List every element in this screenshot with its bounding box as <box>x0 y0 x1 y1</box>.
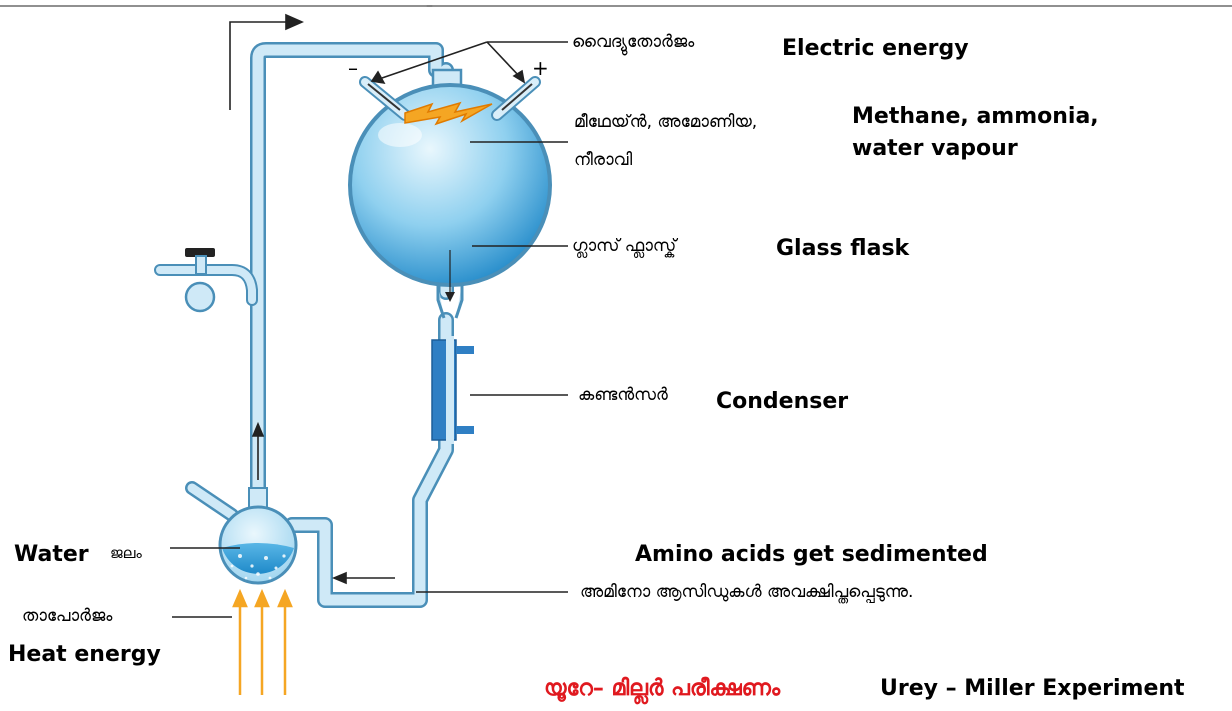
amino-acids-ml: അമിനോ ആസിഡുകൾ അവക്ഷിപ്തപ്പെടുന്നു. <box>580 582 914 602</box>
glass-flask <box>348 68 552 319</box>
glass-flask-ml: ഗ്ലാസ് ഫ്ലാസ്ക് <box>572 236 677 256</box>
heat-energy-ml: താപോർജം <box>22 606 113 626</box>
electric-energy-label: Electric energy <box>782 36 969 61</box>
heat-energy-label: Heat energy <box>8 642 161 667</box>
electrodes <box>359 76 541 121</box>
gases-ml-line1: മീഥേയ്ൻ, അമോണിയ, <box>574 112 758 132</box>
gases-ml-line2: നീരാവി <box>574 150 633 170</box>
water-ml: ജലം <box>110 544 142 562</box>
electric-spark-icon <box>404 101 493 126</box>
condenser-label: Condenser <box>716 389 849 414</box>
figure-title: Urey – Miller Experiment <box>880 676 1185 701</box>
gases-label-line1: Methane, ammonia, <box>852 104 1099 129</box>
plus-sign: + <box>532 56 549 80</box>
leader-lines <box>170 41 568 618</box>
condenser-ml: കണ്ടൻസർ <box>578 385 668 405</box>
heat-arrows-icon <box>232 588 293 695</box>
top-minus-mark: – <box>426 0 433 14</box>
glass-flask-label: Glass flask <box>776 236 910 261</box>
water-flask <box>218 487 298 585</box>
minus-sign: – <box>348 56 358 80</box>
amino-acids-label: Amino acids get sedimented <box>635 542 988 567</box>
flow-arrows <box>229 13 395 585</box>
figure-title-ml: യൂറേ– മില്ലർ പരീക്ഷണം <box>544 676 781 701</box>
stopcock <box>184 248 216 313</box>
gases-label-line2: water vapour <box>852 136 1018 161</box>
condenser <box>431 336 474 444</box>
electric-energy-ml: വൈദ്യുതോർജം <box>572 32 695 52</box>
water-label: Water <box>14 542 89 567</box>
